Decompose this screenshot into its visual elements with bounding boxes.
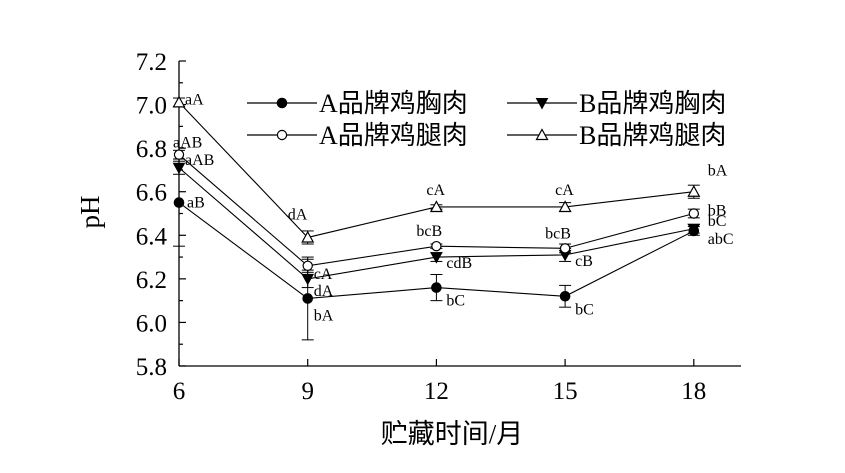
x-tick-label: 6	[173, 378, 186, 405]
data-point	[559, 243, 571, 254]
data-label: bC	[575, 301, 594, 318]
data-point	[687, 223, 701, 236]
data-point	[172, 162, 186, 175]
data-label: bC	[446, 293, 465, 310]
y-tick-label: 7.2	[136, 49, 167, 76]
data-label: cB	[575, 253, 593, 270]
legend-item: A品牌鸡胸肉	[247, 89, 468, 118]
data-label: bcB	[545, 225, 571, 242]
data-point	[430, 252, 443, 264]
legend-marker	[276, 97, 288, 109]
y-tick-label: 6.2	[136, 267, 167, 294]
legend-marker	[535, 98, 549, 110]
data-point	[431, 240, 442, 252]
data-point	[559, 290, 571, 302]
data-point	[301, 230, 315, 243]
legend-label: B品牌鸡腿肉	[579, 121, 726, 150]
y-tick-label: 6.8	[136, 136, 167, 163]
data-point	[173, 149, 185, 160]
data-label: cA	[426, 182, 445, 199]
data-label: aB	[187, 195, 205, 212]
legend-label: B品牌鸡胸肉	[579, 89, 726, 118]
legend-marker	[535, 128, 549, 141]
data-label: bC	[708, 213, 727, 230]
data-label: cdB	[446, 255, 472, 272]
data-point	[173, 197, 185, 208]
legend-item: B品牌鸡腿肉	[507, 121, 726, 150]
series-2: aAB dA cdB cB bC	[172, 152, 727, 300]
y-tick-label: 7.0	[136, 93, 167, 120]
data-point	[431, 282, 442, 293]
data-point	[687, 184, 701, 197]
legend-item: B品牌鸡胸肉	[507, 89, 726, 118]
x-tick-label: 9	[301, 378, 314, 405]
data-label: dA	[288, 206, 308, 223]
y-tick-label: 6.6	[136, 180, 167, 207]
x-axis-title: 贮藏时间/月	[381, 419, 524, 449]
data-label: aAB	[173, 135, 202, 152]
data-label: cA	[555, 182, 574, 199]
data-label: cA	[314, 266, 333, 283]
legend-marker	[276, 129, 288, 141]
data-point	[558, 200, 572, 213]
data-point	[429, 200, 443, 213]
x-tick-label: 18	[681, 378, 706, 405]
series-4: aA dA cA cA bA	[172, 91, 728, 245]
data-label: aA	[185, 91, 204, 108]
data-label: bcB	[416, 223, 442, 240]
data-point	[302, 293, 314, 304]
data-label: dA	[314, 283, 334, 300]
data-point	[688, 208, 700, 219]
data-label: abC	[708, 231, 734, 248]
data-label: bA	[314, 307, 334, 324]
y-axis-title: pH	[75, 196, 105, 229]
data-label: bB	[708, 203, 727, 220]
axes: 5.8 6.0 6.2 6.4 6.6 6.8 7.0 7.2 6 9 12 15 18	[136, 49, 741, 405]
x-tick-label: 12	[424, 378, 449, 405]
data-point	[172, 95, 186, 108]
data-label: aAB	[185, 152, 214, 169]
x-tick-label: 15	[553, 378, 578, 405]
data-label: bA	[708, 163, 728, 180]
y-tick-label: 6.4	[136, 223, 168, 250]
y-tick-label: 6.0	[136, 310, 167, 337]
legend-label: A品牌鸡胸肉	[319, 89, 468, 118]
legend-label: A品牌鸡腿肉	[319, 121, 468, 150]
y-tick-label: 5.8	[136, 354, 167, 381]
series-3: aAB cA bcB bcB bB	[173, 135, 726, 283]
legend: A品牌鸡胸肉 B品牌鸡胸肉 A品牌鸡腿肉 B品牌鸡腿肉	[247, 89, 726, 150]
data-point	[302, 260, 313, 271]
data-point	[301, 273, 315, 286]
legend-item: A品牌鸡腿肉	[247, 121, 468, 150]
